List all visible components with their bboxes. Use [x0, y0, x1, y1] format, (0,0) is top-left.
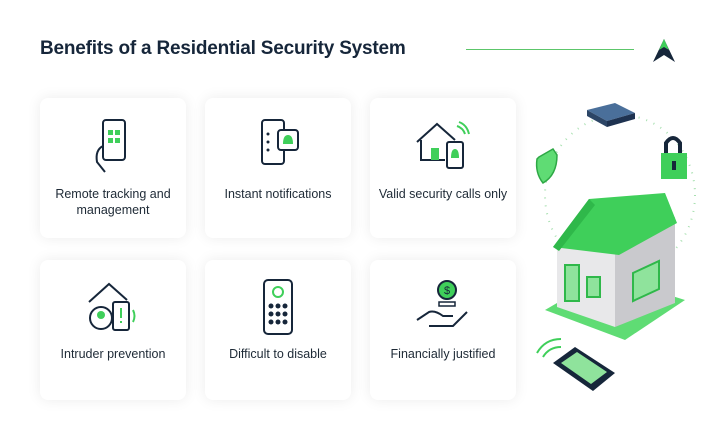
- benefit-card-notifications: Instant notifications: [205, 98, 351, 238]
- notification-phone-icon: [261, 119, 299, 165]
- benefit-card-intruder-prevention: Intruder prevention: [40, 260, 186, 400]
- shield-icon: [535, 148, 558, 184]
- card-label: Valid security calls only: [378, 187, 508, 201]
- title-divider: [466, 49, 634, 50]
- card-label: Difficult to disable: [229, 347, 327, 361]
- smartphone-icon: [536, 338, 615, 391]
- hand-coin-icon: $: [416, 280, 468, 327]
- router-icon: [587, 103, 635, 127]
- benefit-card-financially-justified: $ Financially justified: [370, 260, 516, 400]
- phone-hand-icon: [95, 119, 126, 173]
- card-label: Instant notifications: [224, 187, 332, 201]
- card-label: Financially justified: [390, 347, 496, 361]
- house-phone-alarm-icon: [416, 121, 470, 169]
- lock-icon: [661, 136, 687, 179]
- benefit-card-valid-calls: Valid security calls only: [370, 98, 516, 238]
- card-label: Remote tracking and management: [55, 187, 171, 217]
- brand-logo-icon: [653, 39, 675, 62]
- benefit-card-remote-tracking: Remote tracking and management: [40, 98, 186, 238]
- smart-home-illustration: [535, 103, 696, 391]
- page-title: Benefits of a Residential Security Syste…: [40, 38, 406, 59]
- benefit-card-difficult-to-disable: Difficult to disable: [205, 260, 351, 400]
- keypad-icon: [263, 279, 293, 335]
- svg-text:$: $: [444, 285, 450, 297]
- card-label: Intruder prevention: [60, 347, 166, 361]
- intruder-phone-icon: [88, 282, 136, 331]
